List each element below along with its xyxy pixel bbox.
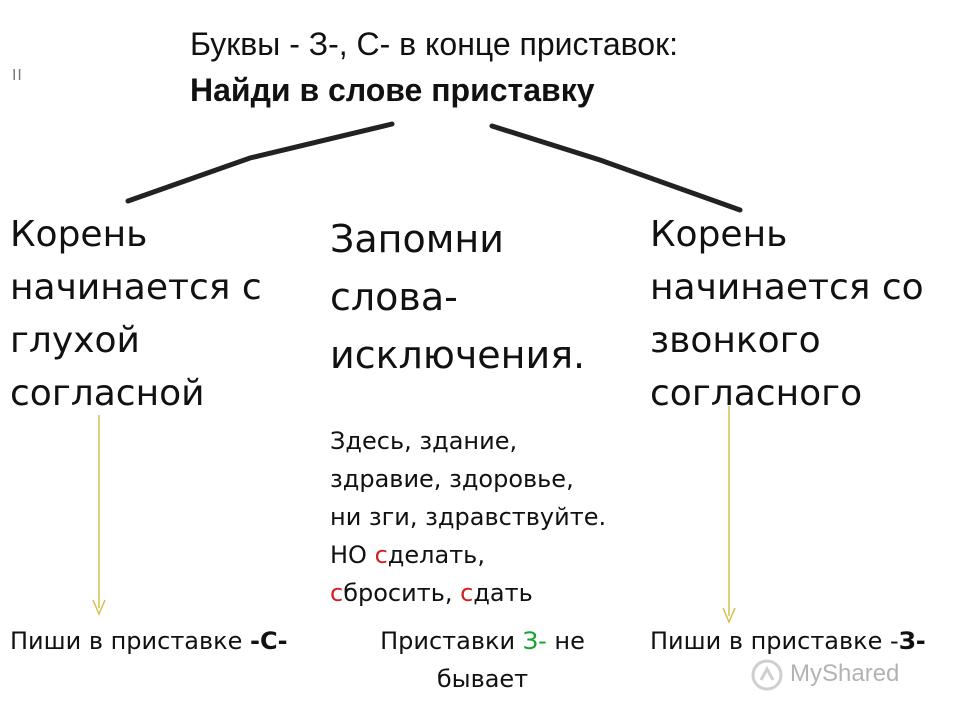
middle-heading-line: слова-: [330, 275, 458, 319]
word-rest: дать: [473, 579, 533, 607]
right-condition-line: начинается со: [650, 267, 924, 308]
right-condition-line: Корень: [650, 214, 788, 255]
right-rule-text: Пиши в приставке -: [650, 627, 899, 655]
highlight-letter: с: [330, 579, 344, 607]
right-rule-letter: З: [898, 627, 916, 655]
left-condition-line: глухой: [10, 320, 140, 361]
but-label: НО: [330, 541, 375, 569]
right-rule: Пиши в приставке -З-: [650, 622, 926, 660]
word-rest: бросить,: [343, 579, 461, 607]
branch-line-left: [125, 121, 395, 204]
exception-line: Здесь, здание,: [330, 427, 518, 455]
word-rest: делать,: [387, 541, 485, 569]
right-condition-line: звонкого: [650, 320, 821, 361]
left-condition-line: согласной: [10, 373, 205, 414]
title-line-2: Найди в слове приставку: [190, 72, 595, 108]
middle-heading-line: исключения.: [330, 333, 586, 377]
middle-rule: Приставки З- не бывает: [340, 622, 625, 698]
myshared-logo-icon: [751, 659, 783, 691]
exception-line: ни зги, здравствуйте.: [330, 503, 607, 531]
exception-line: здравие, здоровье,: [330, 465, 574, 493]
arrow-left-head: [92, 599, 106, 616]
left-condition-line: Корень: [10, 214, 148, 255]
arrow-right-head: [722, 607, 736, 624]
left-rule-letter: -С-: [250, 627, 288, 655]
middle-rule-line: Приставки З- не: [340, 622, 625, 660]
middle-rule-letter: З-: [522, 627, 547, 655]
title-line-1: Буквы - З-, С- в конце приставок:: [190, 26, 678, 62]
right-condition: Корень начинается со звонкого согласного: [650, 208, 950, 420]
exception-words: Здесь, здание, здравие, здоровье, ни зги…: [330, 422, 650, 612]
middle-rule-line-2: бывает: [436, 665, 529, 693]
left-rule: Пиши в приставке -С-: [10, 622, 288, 660]
middle-heading-line: Запомни: [330, 217, 504, 261]
corner-mark: II: [12, 66, 23, 84]
left-condition-line: начинается с: [10, 267, 262, 308]
middle-heading: Запомни слова- исключения.: [330, 210, 630, 384]
exception-but-line: НО сделать,: [330, 536, 650, 574]
right-rule-suffix: -: [915, 627, 926, 655]
right-condition-line: согласного: [650, 373, 863, 414]
watermark-text: MyShared: [790, 660, 900, 687]
middle-rule-suffix: не: [546, 627, 585, 655]
left-condition: Корень начинается с глухой согласной: [10, 208, 300, 420]
branch-line-right: [489, 123, 743, 213]
middle-rule-text: Приставки: [380, 627, 523, 655]
highlight-letter: с: [460, 579, 474, 607]
highlight-letter: с: [374, 541, 388, 569]
exception-but-line: сбросить, сдать: [330, 574, 650, 612]
left-rule-text: Пиши в приставке: [10, 627, 251, 655]
